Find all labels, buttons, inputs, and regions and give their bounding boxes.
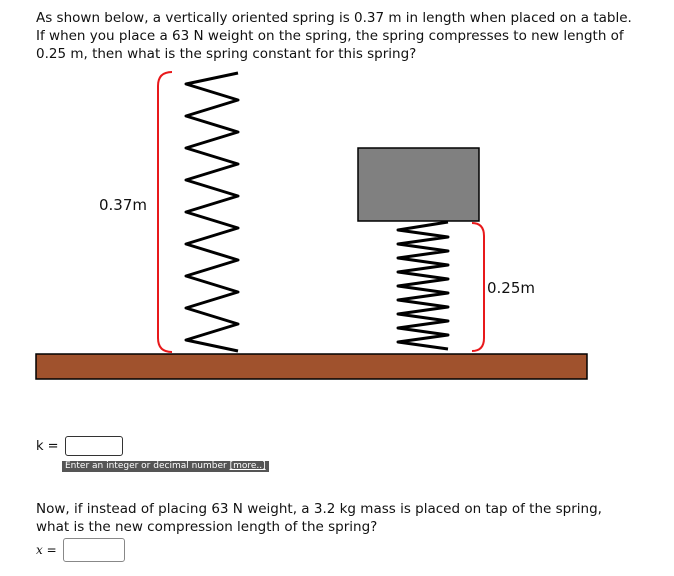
compressed-length-label: 0.25m bbox=[487, 279, 535, 297]
k-answer-input[interactable] bbox=[64, 436, 123, 456]
k-answer-row: k = bbox=[36, 436, 123, 456]
x-label: x = bbox=[36, 543, 57, 557]
spring-diagram: 0.37m 0.25m bbox=[35, 71, 588, 380]
x-answer-row: x = bbox=[36, 538, 125, 562]
followup-question-text: Now, if instead of placing 63 N weight, … bbox=[36, 501, 602, 535]
table bbox=[35, 353, 588, 380]
format-hint: Enter an integer or decimal number [more… bbox=[62, 461, 269, 472]
more-link[interactable]: [more..] bbox=[229, 461, 266, 471]
compressed-spring bbox=[396, 220, 450, 351]
question-text: As shown below, a vertically oriented sp… bbox=[36, 10, 632, 62]
weight-block bbox=[357, 147, 480, 222]
x-answer-input[interactable] bbox=[62, 538, 125, 562]
compressed-length-bracket bbox=[471, 222, 485, 352]
format-hint-text: Enter an integer or decimal number bbox=[65, 461, 227, 471]
uncompressed-length-bracket bbox=[157, 71, 173, 353]
k-label: k = bbox=[36, 438, 59, 454]
uncompressed-length-label: 0.37m bbox=[99, 196, 147, 214]
uncompressed-spring bbox=[184, 71, 240, 353]
